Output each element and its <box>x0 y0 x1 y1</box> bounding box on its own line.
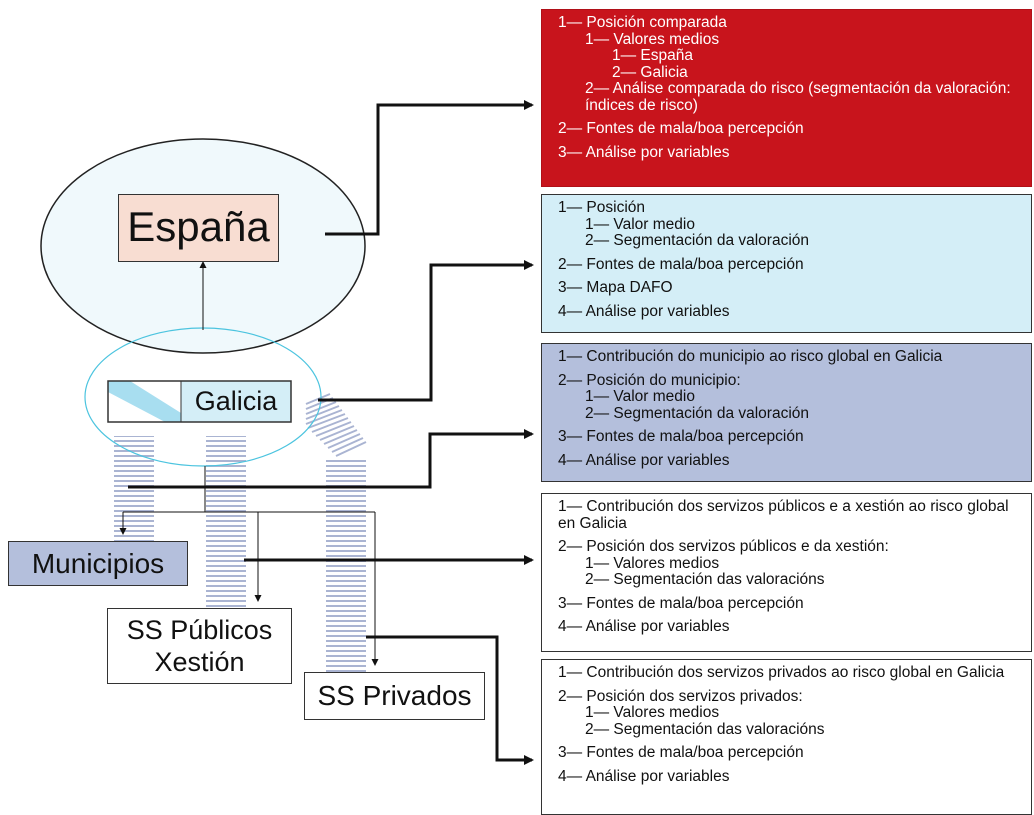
panel-item: 2— Galicia <box>612 63 688 81</box>
espana-panel: 1— Posición comparada 1— Valores medios … <box>541 9 1032 187</box>
ss-privados-panel: 1— Contribución dos servizos privados ao… <box>541 659 1032 815</box>
panel-item: 1— Posición <box>558 199 646 216</box>
panel-item: 2— Segmentación da valoración <box>585 232 810 249</box>
panel-item: 1— Contribución dos servizos públicos e … <box>558 498 1009 532</box>
panel-item: 1— Contribución do municipio ao risco gl… <box>558 348 943 365</box>
arrow-espana-panel <box>325 100 534 236</box>
municipios-node: Municipios <box>8 541 188 586</box>
tree-connectors <box>119 466 379 666</box>
dashed-connectors <box>114 436 366 672</box>
panel-item: 1— España <box>612 47 693 64</box>
galicia-flag <box>107 380 292 423</box>
panel-arrows <box>128 100 534 765</box>
galicia-panel: 1— Posición 1— Valor medio 2— Segmentaci… <box>541 194 1032 333</box>
panel-item: 4— Análise por variables <box>558 618 730 635</box>
panel-item: 1— Valores medios <box>585 704 720 721</box>
panel-item: 3— Fontes de mala/boa percepción <box>558 744 804 761</box>
panel-item: 3— Fontes de mala/boa percepción <box>558 594 804 612</box>
panel-item: 2— Fontes de mala/boa percepción <box>558 120 804 137</box>
panel-item: 2— Posición do municipio: <box>558 371 741 389</box>
panel-item: 1— Valores medios <box>585 554 720 572</box>
panel-item: 4— Análise por variables <box>558 451 730 469</box>
panel-item: 4— Análise por variables <box>558 767 730 785</box>
ss-publicos-panel: 1— Contribución dos servizos públicos e … <box>541 493 1032 652</box>
dashed-diagonal <box>305 393 367 457</box>
municipio-panel: 1— Contribución do municipio ao risco gl… <box>541 343 1032 482</box>
panel-item: 2— Segmentación da valoración <box>585 404 810 422</box>
panel-item: 3— Fontes de mala/boa percepción <box>558 428 804 445</box>
panel-item: 2— Análise comparada do risco (segmentac… <box>558 80 1023 114</box>
panel-item: 2— Segmentación das valoracións <box>585 720 825 738</box>
arrow-galicia-panel <box>318 260 534 402</box>
panel-item: 1— Posición comparada <box>558 14 727 31</box>
ss-privados-node: SS Privados <box>304 672 485 720</box>
ss-publicos-label-line1: SS Públicos <box>126 615 273 645</box>
panel-item: 3— Análise por variables <box>558 143 730 161</box>
panel-item: 3— Mapa DAFO <box>558 279 673 296</box>
ss-publicos-node: SS Públicos Xestión <box>107 608 292 684</box>
panel-item-text: 2— Análise comparada do risco (segmentac… <box>585 80 1011 114</box>
ss-publicos-label-line2: Xestión <box>154 647 245 677</box>
arrow-privados-panel <box>366 635 534 765</box>
arrow-municipio-panel <box>128 429 534 489</box>
panel-item: 2— Posición dos servizos públicos e da x… <box>558 538 889 555</box>
panel-item: 2— Segmentación das valoracións <box>585 571 825 588</box>
galicia-node-label: Galicia <box>194 386 278 416</box>
panel-item: 1— Valor medio <box>585 215 695 233</box>
panel-item: 2— Fontes de mala/boa percepción <box>558 255 804 273</box>
panel-item: 1— Contribución dos servizos privados ao… <box>558 664 1005 681</box>
panel-item: 1— Valores medios <box>585 30 720 48</box>
panel-item: 1— Valor medio <box>585 388 695 405</box>
panel-item: 2— Posición dos servizos privados: <box>558 687 803 705</box>
panel-item: 4— Análise por variables <box>558 302 730 320</box>
espana-node: España <box>118 194 279 262</box>
